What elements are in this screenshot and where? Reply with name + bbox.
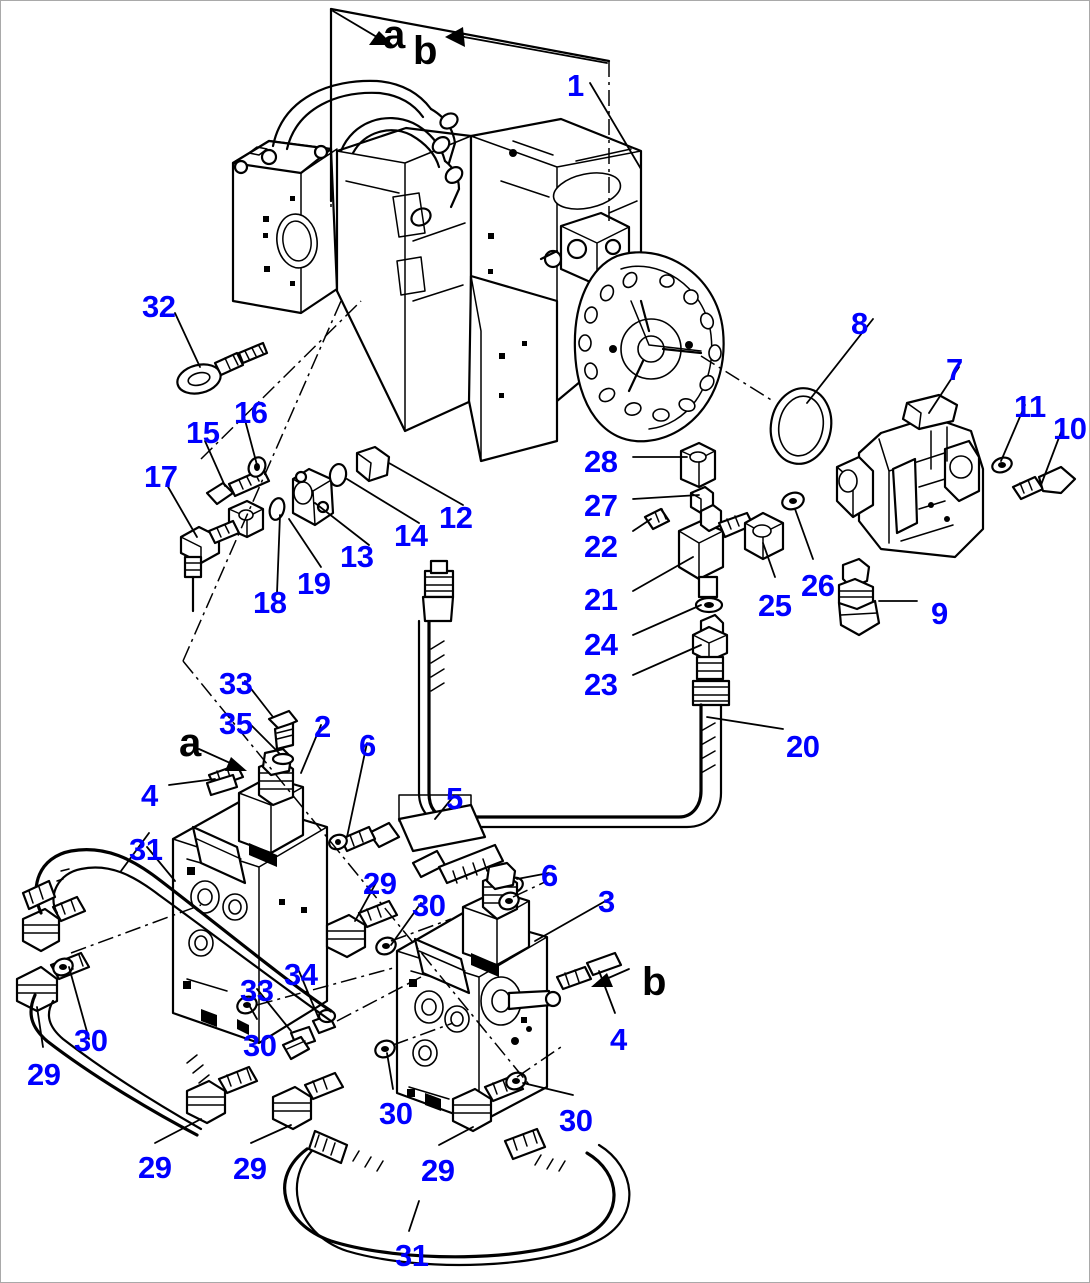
part-11-washer [991, 456, 1013, 474]
callout-28[interactable]: 28 [584, 444, 618, 479]
callout-10[interactable]: 10 [1053, 411, 1087, 446]
callout-14[interactable]: 14 [394, 518, 428, 553]
parts-cluster-center [417, 441, 805, 829]
callout-33[interactable]: 33 [219, 666, 253, 701]
callout-7[interactable]: 7 [946, 352, 963, 387]
callout-29[interactable]: 29 [363, 866, 397, 901]
callout-29[interactable]: 29 [138, 1150, 172, 1185]
callout-21[interactable]: 21 [584, 582, 618, 617]
callout-20[interactable]: 20 [786, 729, 820, 764]
part-31-hose-lower-right [283, 1127, 631, 1267]
leader-lines [36, 82, 1064, 1232]
callout-32[interactable]: 32 [142, 289, 176, 324]
callout-6[interactable]: 6 [359, 728, 376, 763]
callout-30[interactable]: 30 [559, 1103, 593, 1138]
callout-26[interactable]: 26 [801, 568, 835, 603]
callout-23[interactable]: 23 [584, 667, 618, 702]
section-mark-a: a [383, 13, 406, 57]
section-arrow-a-top [329, 7, 393, 211]
section-mark-b: b [413, 29, 438, 73]
callout-5[interactable]: 5 [446, 781, 463, 816]
part-35-washer [271, 752, 295, 766]
callout-13[interactable]: 13 [340, 539, 374, 574]
callout-29[interactable]: 29 [421, 1153, 455, 1188]
section-arrow-b-top [445, 27, 610, 221]
callout-8[interactable]: 8 [851, 306, 868, 341]
callout-2[interactable]: 2 [314, 709, 331, 744]
callout-30[interactable]: 30 [243, 1028, 277, 1063]
part-7-gear-pump [835, 393, 985, 559]
part-9-valve [837, 557, 881, 637]
main-pump-body [231, 79, 725, 463]
callout-29[interactable]: 29 [27, 1057, 61, 1092]
callout-18[interactable]: 18 [253, 585, 287, 620]
callout-15[interactable]: 15 [186, 415, 220, 450]
callout-16[interactable]: 16 [234, 395, 268, 430]
part-33-bolt-upper [267, 709, 299, 751]
callout-30[interactable]: 30 [74, 1023, 108, 1058]
part-3-pump-right [395, 861, 562, 1125]
part-2-pump-left [171, 747, 329, 1045]
callout-22[interactable]: 22 [584, 529, 618, 564]
callout-17[interactable]: 17 [144, 459, 178, 494]
part-30-washers [52, 891, 527, 1091]
callout-34[interactable]: 34 [284, 957, 318, 992]
part-29-elbows [15, 895, 525, 1133]
parts-cluster-left [179, 445, 391, 613]
callout-6[interactable]: 6 [541, 858, 558, 893]
callout-4[interactable]: 4 [610, 1022, 627, 1057]
callout-35[interactable]: 35 [219, 706, 253, 741]
callout-30[interactable]: 30 [412, 888, 446, 923]
callout-31[interactable]: 31 [129, 832, 163, 867]
callout-24[interactable]: 24 [584, 627, 618, 662]
hose-fitting-a [21, 879, 57, 911]
part-10-bolt [1011, 465, 1077, 501]
callout-33[interactable]: 33 [240, 973, 274, 1008]
callout-30[interactable]: 30 [379, 1096, 413, 1131]
callout-11[interactable]: 11 [1014, 389, 1046, 424]
part-33-bolt-lower [281, 1025, 317, 1061]
callout-25[interactable]: 25 [758, 588, 792, 623]
section-mark-b: b [642, 960, 667, 1004]
callout-19[interactable]: 19 [297, 566, 331, 601]
section-mark-a: a [179, 721, 202, 765]
part-8-oring [700, 355, 833, 465]
part-31-hose-upper-left [29, 848, 333, 1137]
part-4-pin-right [555, 951, 623, 991]
part-5-bolts [339, 794, 505, 885]
part-32-eyebolt [176, 341, 269, 395]
callout-27[interactable]: 27 [584, 488, 618, 523]
section-arrow-a-bottom [198, 748, 247, 771]
callout-1[interactable]: 1 [567, 68, 584, 103]
callout-31[interactable]: 31 [395, 1238, 429, 1273]
callout-12[interactable]: 12 [439, 500, 473, 535]
callout-4[interactable]: 4 [141, 778, 158, 813]
callout-29[interactable]: 29 [233, 1151, 267, 1186]
callout-3[interactable]: 3 [598, 884, 615, 919]
callout-9[interactable]: 9 [931, 596, 948, 631]
